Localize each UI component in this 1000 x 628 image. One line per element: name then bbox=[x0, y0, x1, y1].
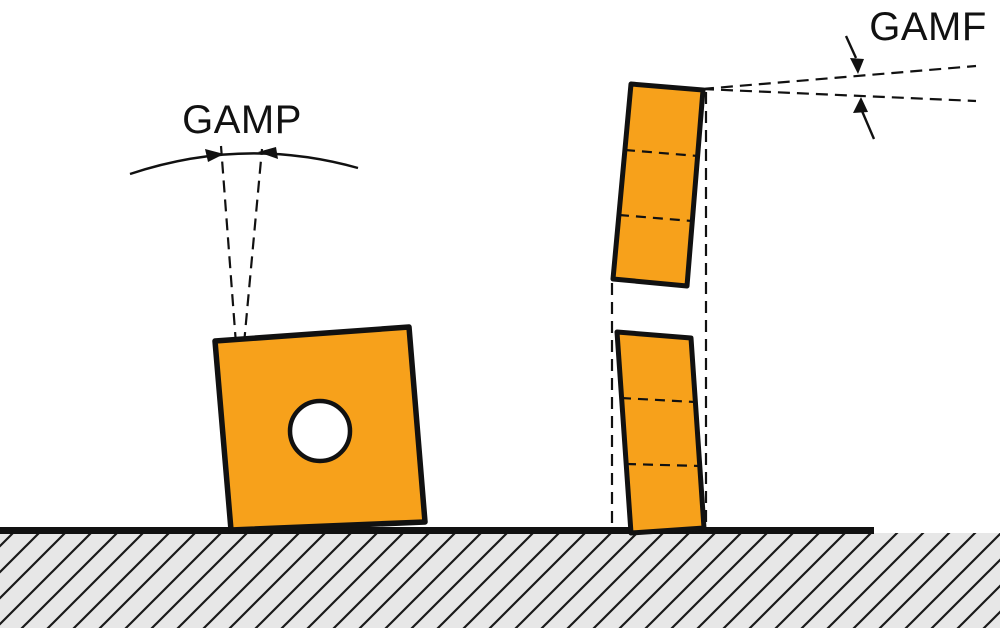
gamf-label: GAMF bbox=[869, 5, 987, 49]
gamp-arrow-left-icon bbox=[205, 149, 224, 162]
gamp-tilt-line bbox=[242, 148, 264, 345]
gamf-arrow-up-icon bbox=[853, 97, 868, 113]
gamf-arrow-tail-line bbox=[860, 110, 876, 140]
gamp-view: GAMP bbox=[129, 98, 428, 533]
gamf-upper-angle-line bbox=[701, 64, 977, 91]
tool-segment-upper bbox=[610, 81, 706, 289]
lower-segment-dash-2 bbox=[625, 462, 701, 468]
upper-segment-dash-1 bbox=[624, 148, 699, 158]
gamf-lower-angle-line bbox=[701, 87, 977, 103]
lower-segment-dash-1 bbox=[620, 396, 696, 404]
ground-hatch bbox=[0, 533, 1000, 628]
gamp-label: GAMP bbox=[182, 98, 302, 142]
tool-segment-lower bbox=[614, 329, 707, 536]
upper-segment-dash-2 bbox=[618, 213, 693, 223]
gamp-reference-line bbox=[219, 145, 238, 345]
insert-center-hole bbox=[287, 398, 353, 464]
gamf-view: GAMF bbox=[610, 5, 987, 536]
gamp-arrow-right-icon bbox=[258, 147, 278, 159]
gamp-angle-arc bbox=[129, 152, 359, 176]
ground-section bbox=[0, 527, 1000, 628]
gamf-leader-line bbox=[844, 35, 858, 59]
gamf-arrow-down-icon bbox=[850, 58, 864, 74]
